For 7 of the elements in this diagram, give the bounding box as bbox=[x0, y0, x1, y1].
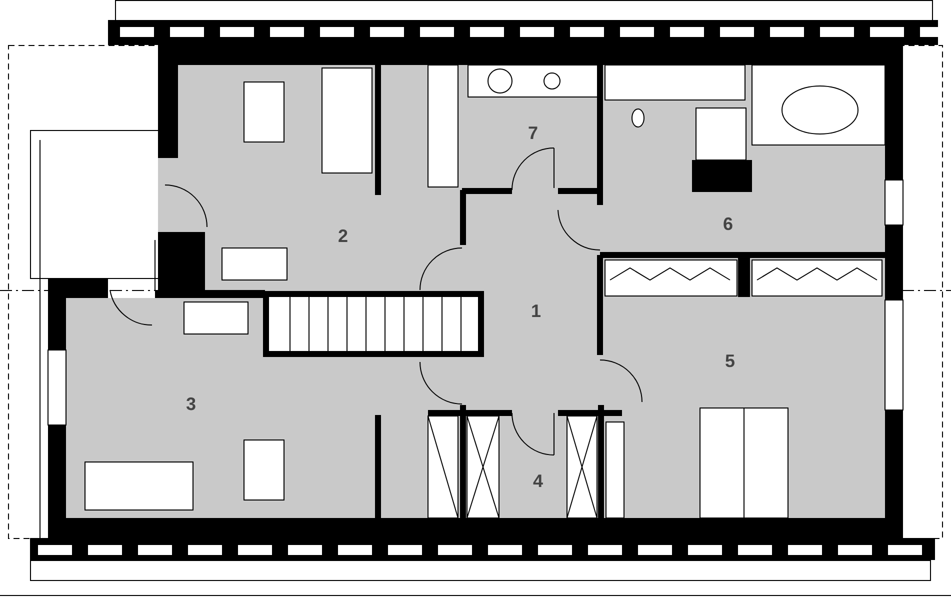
room-number: 7 bbox=[528, 124, 538, 142]
room-number: 1 bbox=[531, 302, 541, 320]
room-number: 5 bbox=[725, 352, 735, 370]
room-number: 2 bbox=[338, 227, 348, 245]
room-number: 3 bbox=[186, 395, 196, 413]
room-number: 6 bbox=[723, 215, 733, 233]
room-number: 4 bbox=[533, 472, 543, 490]
